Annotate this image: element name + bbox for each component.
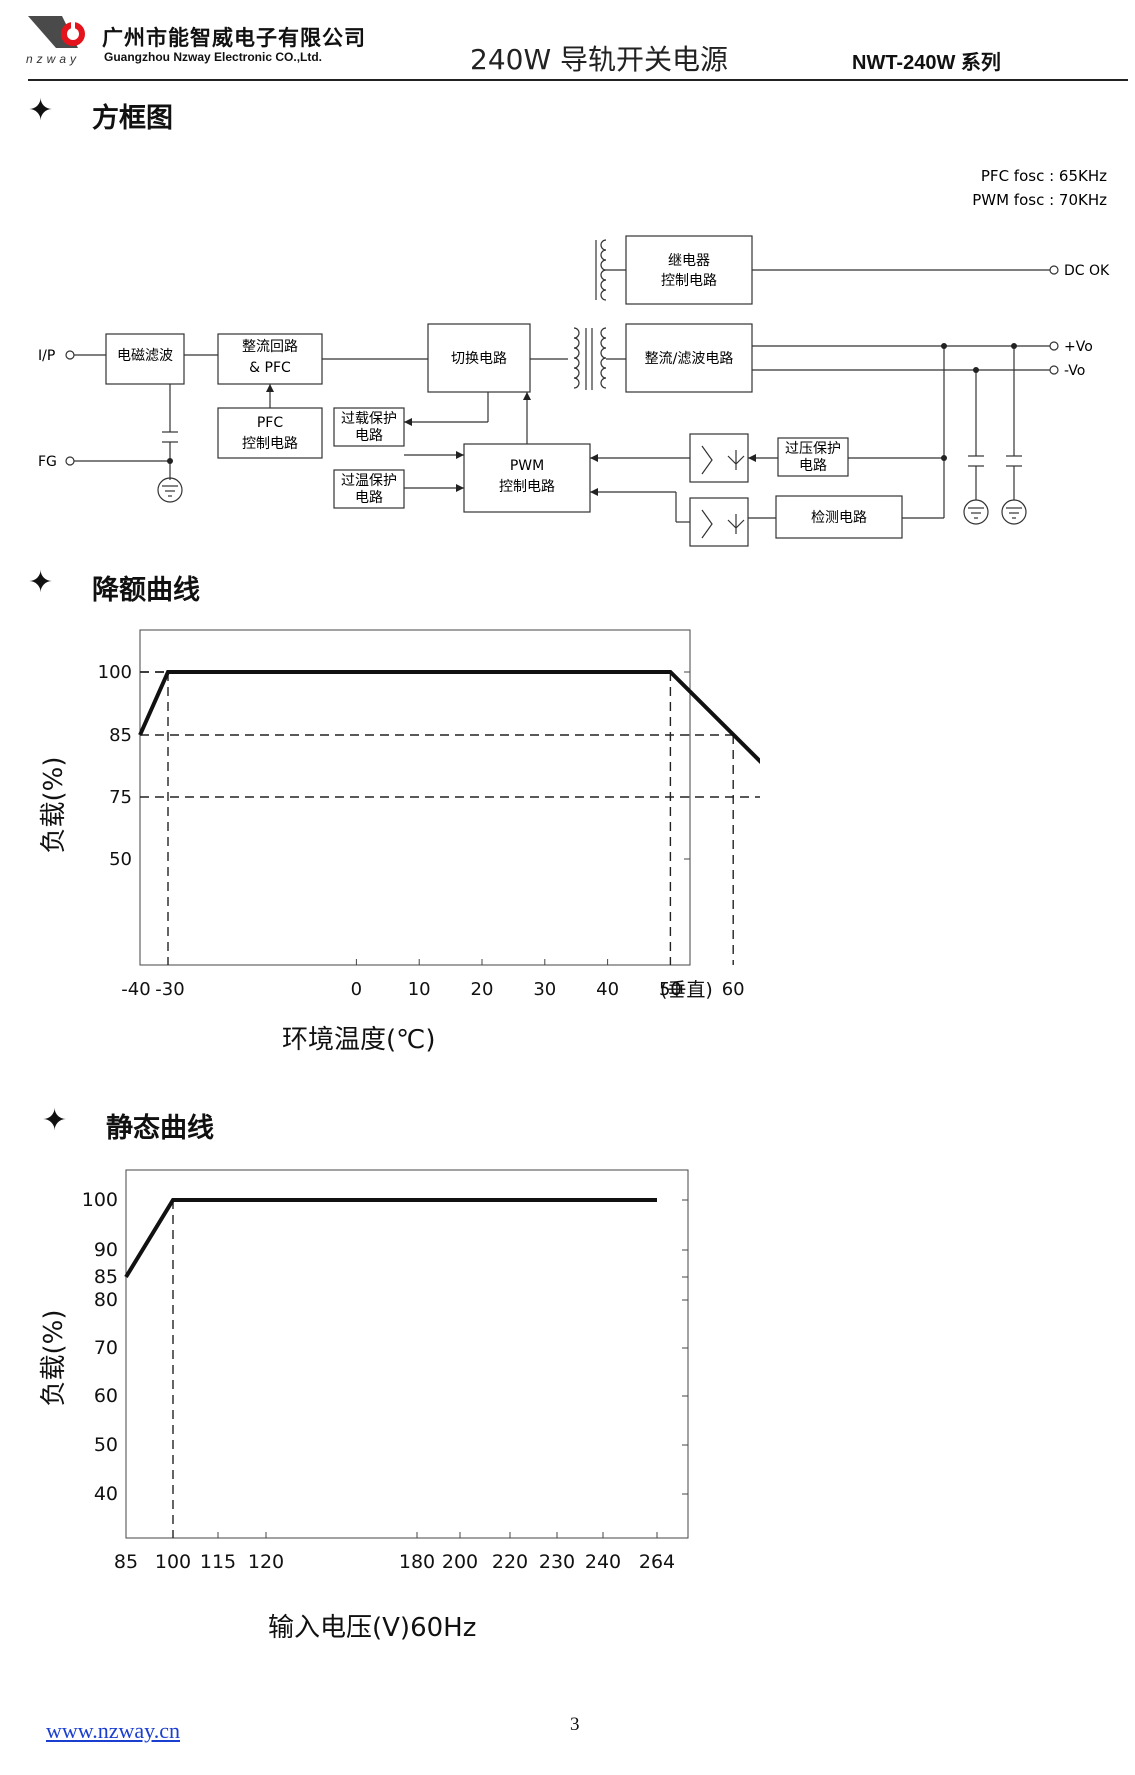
block-pwm-line2: 控制电路: [499, 479, 555, 495]
x-axis-label: 环境温度(℃): [282, 1025, 436, 1055]
block-detect: 检测电路: [811, 510, 867, 526]
y-tick-label: 85: [94, 1266, 118, 1288]
block-ovp-line2: 电路: [799, 458, 827, 474]
derating-chart: 100857550-40-30010203040506070(垂直)环境温度(℃…: [0, 620, 807, 1080]
plot-frame: [125, 1169, 689, 1539]
static-curve: [124, 1198, 657, 1279]
block-emi-filter: 电磁滤波: [117, 348, 173, 364]
y-axis-label: 负载(%): [39, 1310, 69, 1407]
x-axis-label: 输入电压(V)60Hz: [268, 1613, 476, 1643]
x-tick-label: 85: [114, 1551, 138, 1573]
y-axis-label: 负载(%): [39, 757, 69, 854]
y-tick-label: 60: [94, 1385, 118, 1407]
block-relay-ctrl-line2: 控制电路: [661, 273, 717, 289]
y-tick-label: 50: [109, 849, 132, 870]
block-otp-line2: 电路: [355, 490, 383, 506]
x-tick-label: 40: [596, 979, 619, 1000]
terminal-vo-plus: +Vo: [1064, 339, 1093, 355]
footer-url-link[interactable]: www.nzway.cn: [46, 1718, 180, 1743]
x-tick-label: -30: [155, 979, 184, 1000]
block-relay-ctrl-line1: 继电器: [668, 253, 710, 269]
y-tick-label: 80: [94, 1289, 118, 1311]
block-diagram: PFC fosc : 65KHz PWM fosc : 70KHz I/P FG…: [0, 150, 1135, 550]
terminal-fg: FG: [38, 454, 57, 470]
company-name-cn: 广州市能智威电子有限公司: [102, 26, 366, 50]
block-otp-line1: 过温保护: [341, 473, 397, 489]
x-tick-label: -40: [121, 979, 150, 1000]
y-tick-label: 70: [94, 1337, 118, 1359]
derating-curve: [138, 670, 798, 965]
logo: [26, 12, 94, 70]
section-title-static: 静态曲线: [106, 1113, 214, 1144]
section-bullet: ✦: [42, 1103, 68, 1138]
company-name-en: Guangzhou Nzway Electronic CO.,Ltd.: [104, 50, 323, 64]
section-title-derating: 降额曲线: [92, 575, 200, 606]
y-tick-label: 40: [94, 1483, 118, 1505]
x-tick-label: 10: [408, 979, 431, 1000]
x-tick-label: 180: [399, 1551, 435, 1573]
block-ovp-line1: 过压保护: [785, 441, 841, 457]
terminal-dc-ok: DC OK: [1064, 263, 1110, 279]
x-tick-label: 20: [471, 979, 494, 1000]
block-rect-filter: 整流/滤波电路: [645, 351, 734, 367]
x-tick-label: 60: [722, 979, 745, 1000]
x-tick-label: 50: [659, 979, 682, 1000]
terminal-ip: I/P: [38, 348, 55, 364]
document-title: 240W 导轨开关电源: [470, 43, 729, 76]
y-tick-label: 85: [109, 725, 132, 746]
document-series: NWT-240W 系列: [852, 52, 1001, 74]
block-switch: 切换电路: [451, 350, 507, 367]
block-pfc-ctrl-line1: PFC: [257, 415, 283, 431]
y-tick-label: 100: [98, 662, 132, 683]
x-tick-label: 240: [585, 1551, 621, 1573]
x-tick-label: 100: [155, 1551, 191, 1573]
x-tick-label: 120: [248, 1551, 284, 1573]
x-tick-label: 220: [492, 1551, 528, 1573]
block-pwm-line1: PWM: [510, 458, 544, 474]
freq-pwm: PWM fosc : 70KHz: [972, 191, 1107, 209]
block-olp-line2: 电路: [355, 428, 383, 444]
x-tick-label: 264: [639, 1551, 675, 1573]
block-rect-pfc-line1: 整流回路: [242, 339, 298, 355]
block-pfc-ctrl-line2: 控制电路: [242, 436, 298, 452]
block-rect-pfc-line2: & PFC: [249, 360, 291, 376]
y-tick-label: 50: [94, 1434, 118, 1456]
page-number: 3: [570, 1714, 580, 1735]
section-title-block-diagram: 方框图: [92, 103, 173, 134]
y-tick-label: 100: [82, 1189, 118, 1211]
freq-pfc: PFC fosc : 65KHz: [981, 167, 1107, 185]
section-bullet: ✦: [28, 93, 54, 128]
x-tick-label: 0: [351, 979, 362, 1000]
x-tick-label: 200: [442, 1551, 478, 1573]
y-tick-label: 90: [94, 1239, 118, 1261]
x-tick-label: 230: [539, 1551, 575, 1573]
x-tick-label: 30: [533, 979, 556, 1000]
logo-text: nzway: [26, 52, 81, 66]
section-bullet: ✦: [28, 565, 54, 600]
block-olp-line1: 过载保护: [341, 411, 397, 427]
y-tick-label: 75: [109, 787, 132, 808]
x-axis-suffix: (垂直): [660, 979, 713, 1001]
x-tick-label: 115: [200, 1551, 236, 1573]
header-divider: [28, 79, 1128, 81]
terminal-vo-minus: -Vo: [1064, 363, 1085, 379]
